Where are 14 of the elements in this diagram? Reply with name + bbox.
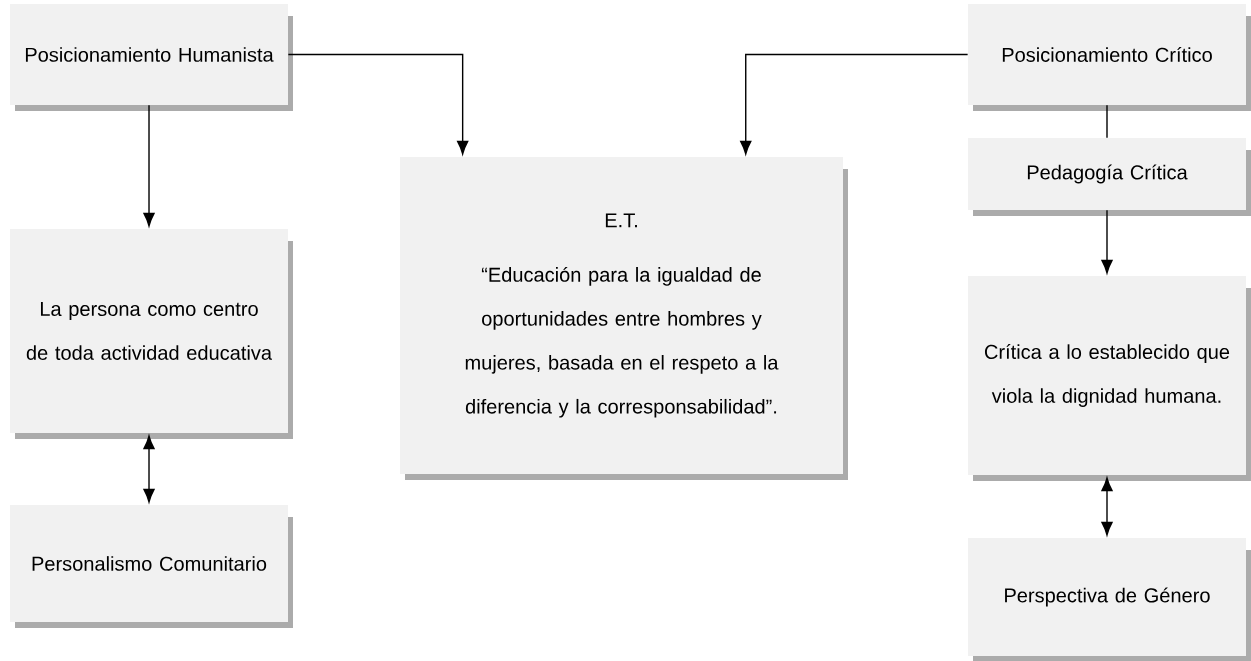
process-box: Personalismo Comunitario (10, 505, 293, 628)
process-box: Posicionamiento Crítico (968, 4, 1251, 111)
arrow (740, 53, 969, 155)
arrow (287, 53, 469, 155)
process-box: Pedagogía Crítica (968, 138, 1251, 216)
arrow (1101, 477, 1113, 536)
process-box: Crítica a lo establecido que viola la dignidad humana. (968, 276, 1251, 481)
arrow (1101, 209, 1113, 274)
process-box: Perspectiva de Género (968, 538, 1251, 661)
process-box: La persona como centro de toda actividad educativa (10, 229, 293, 439)
arrow (143, 104, 155, 227)
arrow (143, 435, 155, 503)
process-box: Posicionamiento Humanista (10, 4, 293, 111)
process-box: E.T. “Educación para la igualdad de oportunidades entre hombres y mujeres, basada en el respeto a la diferencia y la corresponsabilidad”. (400, 157, 848, 480)
